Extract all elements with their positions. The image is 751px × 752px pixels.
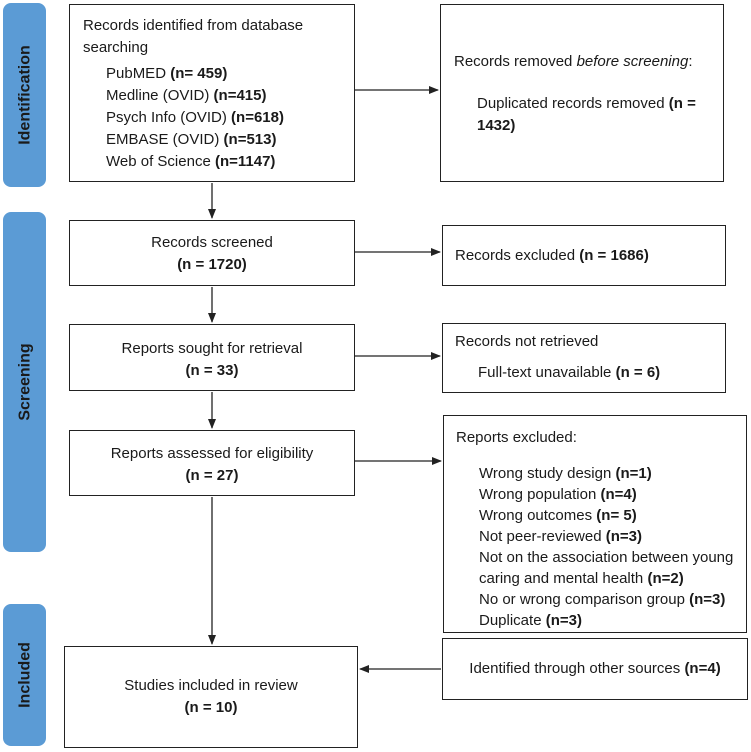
exclusion-reason: Duplicate (n=3) bbox=[479, 612, 582, 629]
records-screened-count: (n = 1720) bbox=[177, 256, 247, 273]
phase-included: Included bbox=[3, 604, 46, 746]
exclusion-reason: Not peer-reviewed (n=3) bbox=[479, 528, 642, 545]
studies-included-label: Studies included in review bbox=[124, 677, 298, 694]
duplicates-removed-line2: 1432) bbox=[477, 117, 516, 134]
source-item: PubMED (n= 459) bbox=[106, 65, 228, 82]
reports-assessed-label: Reports assessed for eligibility bbox=[110, 445, 314, 462]
exclusion-reason: Wrong outcomes (n= 5) bbox=[479, 507, 637, 524]
records-identified-title-2: searching bbox=[83, 39, 149, 56]
other-sources-box: Identified through other sources (n=4) bbox=[442, 638, 748, 700]
records-screened-label: Records screened bbox=[151, 234, 273, 251]
exclusion-reason: Not on the association between young bbox=[479, 549, 734, 566]
studies-included-count: (n = 10) bbox=[184, 699, 238, 716]
phase-identification: Identification bbox=[3, 3, 46, 187]
source-item: Psych Info (OVID) (n=618) bbox=[106, 109, 284, 126]
duplicates-removed-line1: Duplicated records removed (n = bbox=[477, 95, 696, 112]
records-removed-title: Records removed before screening: bbox=[454, 53, 693, 70]
records-excluded-label: Records excluded (n = 1686) bbox=[455, 247, 649, 264]
fulltext-unavailable-label: Full-text unavailable (n = 6) bbox=[478, 364, 661, 381]
reports-excluded-label: Reports excluded: bbox=[456, 429, 577, 446]
exclusion-reason: caring and mental health (n=2) bbox=[479, 570, 684, 587]
reports-assessed-count: (n = 27) bbox=[185, 467, 239, 484]
records-removed-box: Records removed before screening: Duplic… bbox=[440, 4, 724, 182]
records-identified-box: Records identified from database searchi… bbox=[69, 4, 355, 182]
records-screened-box: Records screened (n = 1720) bbox=[69, 220, 355, 286]
exclusion-reason: Wrong population (n=4) bbox=[479, 486, 637, 503]
reports-assessed-box: Reports assessed for eligibility (n = 27… bbox=[69, 430, 355, 496]
records-excluded-box: Records excluded (n = 1686) bbox=[442, 225, 726, 286]
studies-included-box: Studies included in review (n = 10) bbox=[64, 646, 358, 748]
source-item: Medline (OVID) (n=415) bbox=[106, 87, 267, 104]
phase-screening: Screening bbox=[3, 212, 46, 552]
records-not-retrieved-box: Records not retrieved Full-text unavaila… bbox=[442, 323, 726, 393]
reports-sought-box: Reports sought for retrieval (n = 33) bbox=[69, 324, 355, 391]
reports-sought-label: Reports sought for retrieval bbox=[121, 340, 303, 357]
reports-sought-count: (n = 33) bbox=[185, 362, 239, 379]
reports-excluded-box: Reports excluded: Wrong study design (n=… bbox=[443, 415, 747, 633]
other-sources-label: Identified through other sources (n=4) bbox=[469, 660, 721, 677]
records-not-retrieved-label: Records not retrieved bbox=[455, 333, 599, 350]
exclusion-reason: No or wrong comparison group (n=3) bbox=[479, 591, 726, 608]
records-identified-title-1: Records identified from database bbox=[83, 17, 304, 34]
source-item: EMBASE (OVID) (n=513) bbox=[106, 131, 277, 148]
exclusion-reason: Wrong study design (n=1) bbox=[479, 465, 652, 482]
source-item: Web of Science (n=1147) bbox=[106, 153, 276, 170]
